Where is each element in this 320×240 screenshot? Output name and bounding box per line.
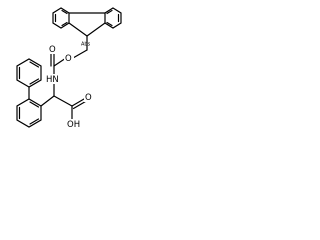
molecule-diagram: O O HN O OH Abs — [16, 7, 122, 130]
ch2-oxygen-bond — [72, 49, 88, 59]
fluorene-c9-bond — [68, 22, 88, 37]
fluorene-right-ring-double-bond — [106, 21, 113, 27]
lower-phenyl-ring — [16, 98, 42, 128]
carbonyl-oxygen-label: O — [49, 45, 56, 55]
fluorene-right-ring-double-bond — [106, 9, 113, 15]
stereo-center-label: Abs — [81, 42, 91, 48]
upper-phenyl-ring — [16, 58, 42, 88]
ether-oxygen-label: O — [65, 54, 72, 64]
amine-label: HN — [46, 75, 59, 85]
fluorene-c9-bond — [86, 22, 106, 37]
acid-c-o-double-bond-second — [72, 100, 87, 110]
fluorene-left-ring-double-bond — [61, 9, 68, 15]
fluorenyl-group — [52, 7, 122, 37]
alpha-carbon-aryl-bond — [40, 95, 55, 107]
alpha-carbon-acid-bond — [53, 95, 73, 107]
acid-c-o-double-bond — [71, 98, 85, 107]
fluorene-left-ring-double-bond — [61, 21, 68, 27]
acid-oxygen-label: O — [85, 93, 92, 103]
hydroxyl-label: OH — [67, 120, 80, 130]
